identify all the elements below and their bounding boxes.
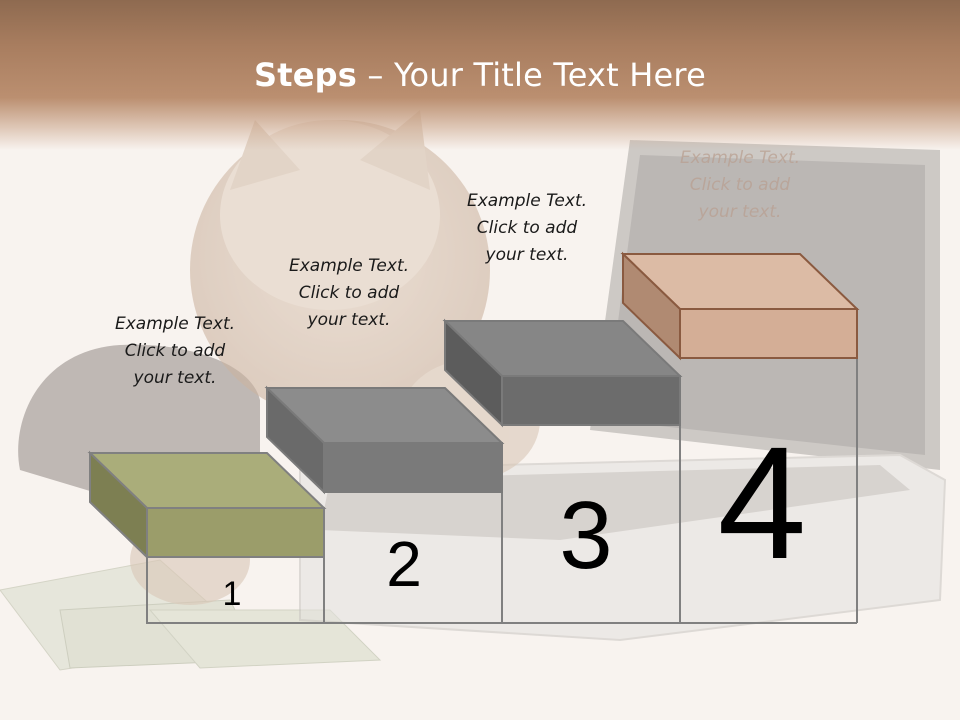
caption-line: Click to add [689, 175, 791, 195]
title-bold: Steps [254, 56, 358, 94]
caption-line: Click to add [124, 341, 226, 361]
step-3-number: 3 [559, 482, 612, 589]
step-4-box[interactable] [620, 251, 860, 361]
caption-line: Example Text. [288, 256, 410, 276]
caption-line: Example Text. [466, 191, 588, 211]
step-3-caption[interactable]: Example Text. Click to add your text. [437, 188, 617, 269]
caption-line: Click to add [298, 283, 400, 303]
caption-line: Example Text. [679, 148, 801, 168]
title-bar [0, 0, 960, 150]
step-3-box[interactable] [442, 318, 683, 428]
step-2-box[interactable] [264, 385, 505, 495]
step-1-box[interactable] [87, 450, 327, 560]
slide-title[interactable]: Steps – Your Title Text Here [0, 55, 960, 95]
caption-line: Example Text. [114, 314, 236, 334]
caption-line: Click to add [476, 218, 578, 238]
step-4-number: 4 [718, 413, 807, 592]
step-4-caption[interactable]: Example Text. Click to add your text. [650, 145, 830, 226]
step-2-number: 2 [386, 528, 422, 600]
caption-line: your text. [133, 368, 217, 388]
title-rest: – Your Title Text Here [357, 56, 706, 94]
step-1-caption[interactable]: Example Text. Click to add your text. [85, 311, 265, 392]
caption-line: your text. [698, 202, 782, 222]
caption-line: your text. [485, 245, 569, 265]
step-1-number: 1 [223, 575, 242, 613]
caption-line: your text. [307, 310, 391, 330]
step-2-caption[interactable]: Example Text. Click to add your text. [259, 253, 439, 334]
